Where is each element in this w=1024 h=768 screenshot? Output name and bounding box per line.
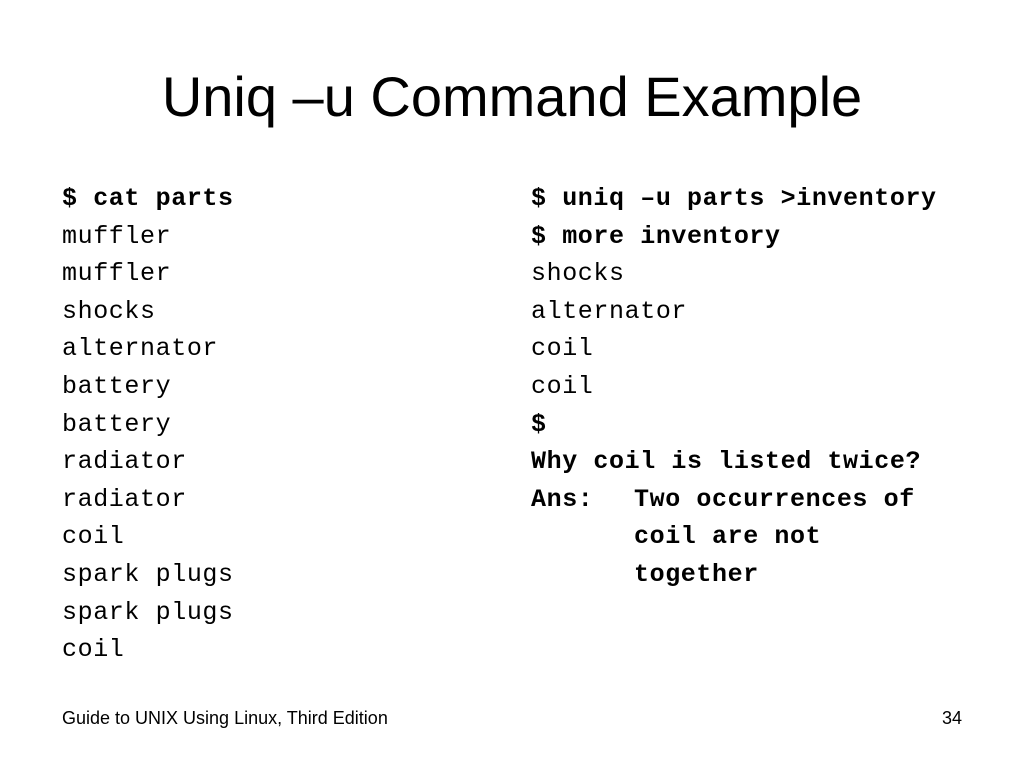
parts-line: battery (62, 409, 172, 439)
answer-label: Ans: (531, 484, 594, 514)
inventory-line: coil (531, 334, 594, 364)
parts-line: spark plugs (62, 597, 234, 627)
left-column: $ cat parts muffler muffler shocks alter… (62, 180, 234, 669)
right-column: $ uniq –u parts >inventory $ more invent… (531, 180, 937, 594)
parts-line: shocks (62, 296, 156, 326)
uniq-command: $ uniq –u parts >inventory (531, 184, 937, 213)
parts-line: muffler (62, 259, 172, 289)
inventory-line: shocks (531, 259, 625, 289)
parts-line: coil (62, 522, 125, 552)
footer-book-title: Guide to UNIX Using Linux, Third Edition (62, 708, 388, 728)
shell-prompt: $ (531, 409, 547, 439)
inventory-line: alternator (531, 296, 688, 326)
page-number: 34 (941, 708, 962, 728)
parts-line: radiator (62, 484, 187, 514)
more-command: $ more inventory (531, 221, 781, 251)
answer-line: Two occurrences of (634, 484, 915, 514)
parts-line: coil (62, 635, 125, 665)
parts-line: battery (62, 371, 172, 401)
parts-line: radiator (62, 447, 187, 477)
parts-line: spark plugs (62, 559, 234, 589)
question-text: Why coil is listed twice? (531, 447, 922, 477)
inventory-line: coil (531, 371, 594, 401)
answer-line: coil are not (634, 522, 822, 552)
slide-title: Uniq –u Command Example (161, 65, 863, 128)
answer-line: together (634, 559, 759, 589)
answer-row: Ans: Two occurrences of (531, 481, 937, 519)
cat-command: $ cat parts (62, 184, 234, 213)
parts-line: alternator (62, 334, 219, 364)
parts-line: muffler (62, 221, 172, 251)
